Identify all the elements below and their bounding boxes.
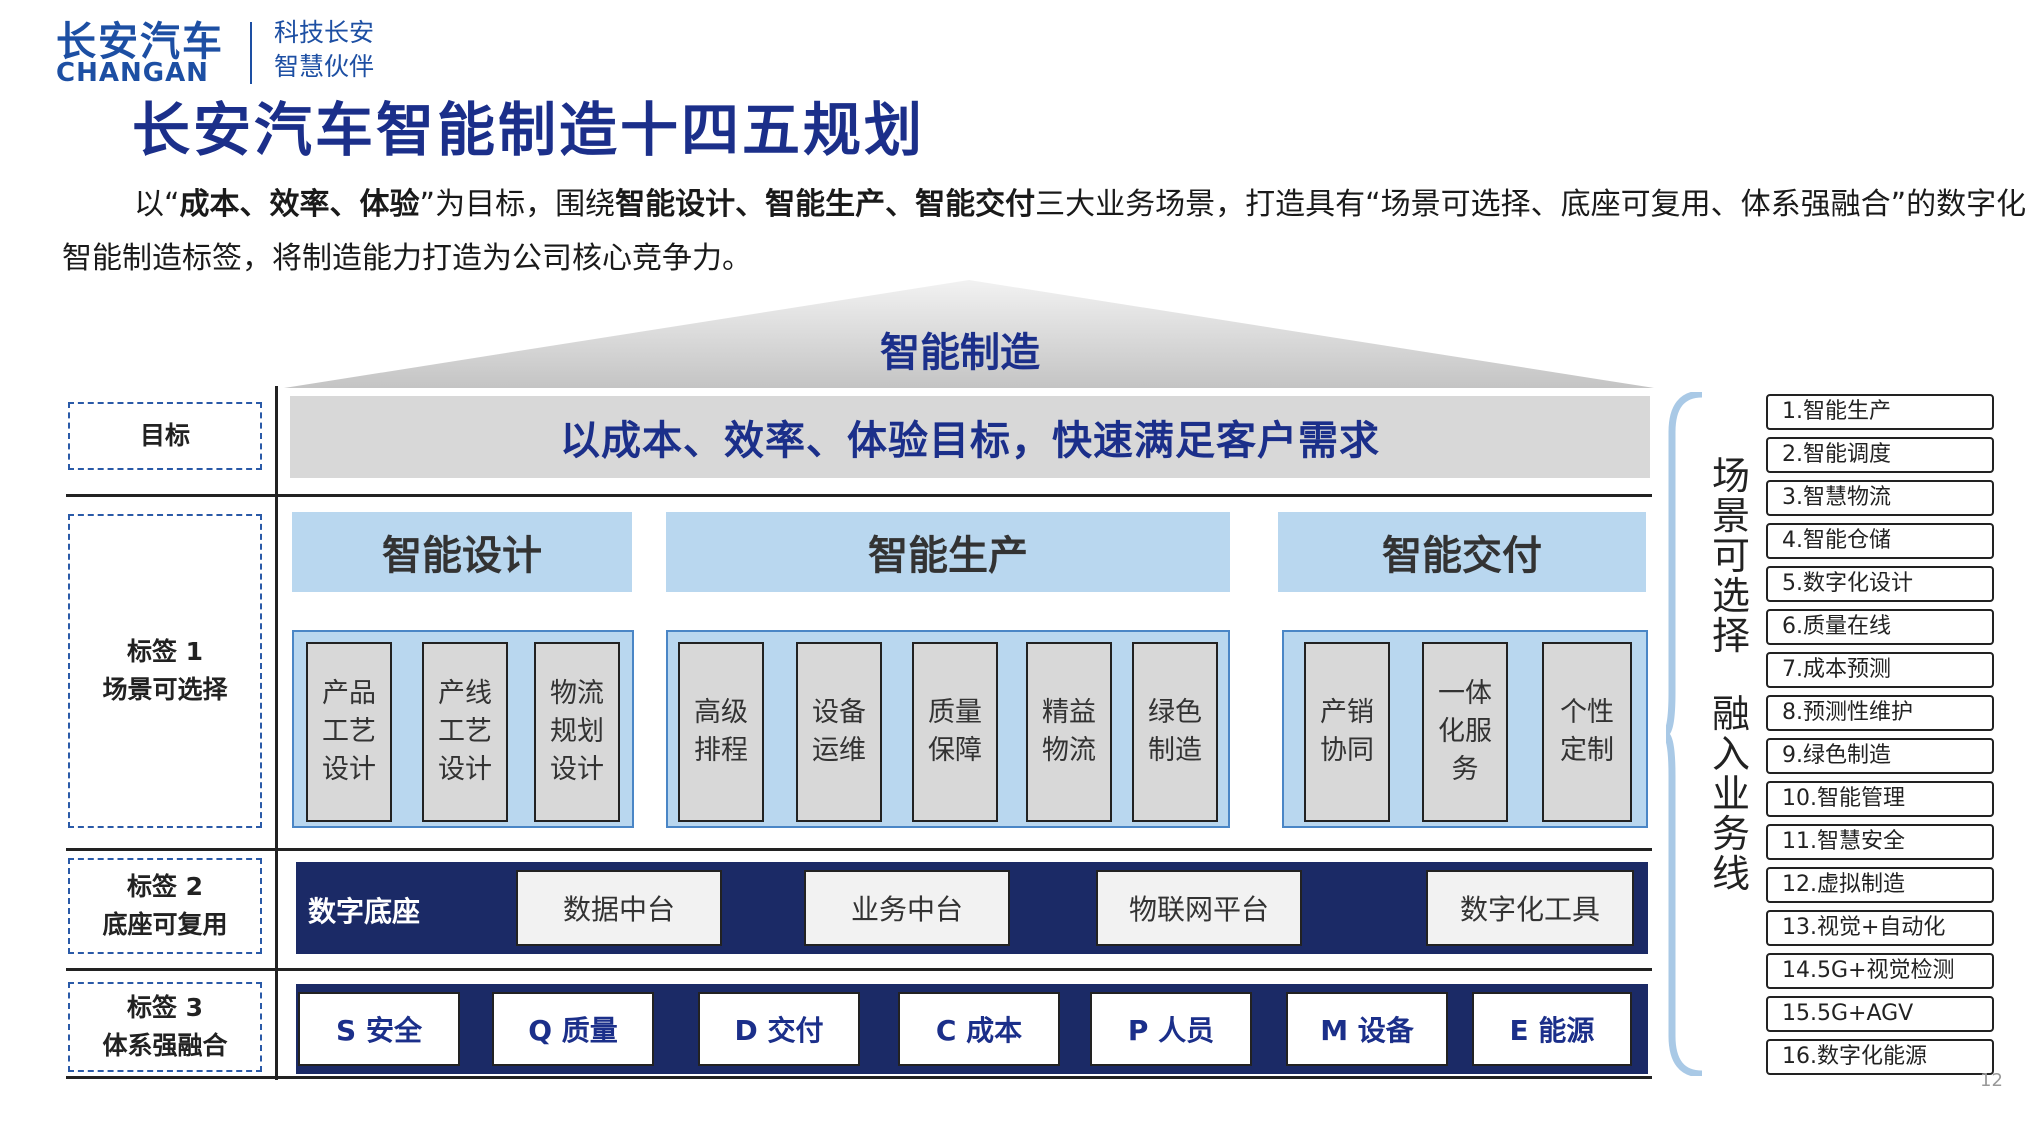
roof-label: 智能制造 (880, 330, 1040, 376)
item-label: 设备运维 (812, 697, 866, 766)
logo-brand-cn: 长安汽车 (56, 19, 224, 65)
scene-item: 8.预测性维护 (1766, 695, 1994, 731)
item-label: 绿色制造 (1148, 697, 1202, 766)
logo-brand-en: CHANGAN (56, 58, 209, 88)
category-smart-delivery: 智能交付 (1278, 512, 1646, 592)
page-number: 12 (1980, 1070, 2003, 1091)
roof-shape (284, 280, 1654, 388)
scene-item: 14.5G+视觉检测 (1766, 953, 1994, 989)
brace-text-1: 场景可选择 (1711, 454, 1750, 658)
item-label: 产品工艺设计 (322, 678, 376, 785)
tag2-title: 标签 2 (126, 872, 204, 901)
logo-divider (250, 22, 252, 84)
brace-text-2: 融入业务线 (1711, 692, 1750, 896)
system-cost: C 成本 (898, 992, 1060, 1066)
scene-item: 7.成本预测 (1766, 652, 1994, 688)
scene-item: 16.数字化能源 (1766, 1039, 1994, 1075)
page-title: 长安汽车智能制造十四五规划 (132, 96, 926, 164)
scene-item: 1.智能生产 (1766, 394, 1994, 430)
scene-item: 12.虚拟制造 (1766, 867, 1994, 903)
system-safety: S 安全 (298, 992, 460, 1066)
intro-bold-2: 智能设计、智能生产、智能交付 (615, 187, 1036, 222)
item-label: 质量保障 (928, 697, 982, 766)
intro-bold-1: 成本、效率、体验 (179, 187, 420, 222)
item-quality-assurance: 质量保障 (912, 642, 998, 822)
base-business-platform: 业务中台 (804, 870, 1010, 946)
scene-item: 5.数字化设计 (1766, 566, 1994, 602)
intro-paragraph: 以“成本、效率、体验”为目标，围绕智能设计、智能生产、智能交付三大业务场景，打造… (62, 178, 2040, 286)
system-people: P 人员 (1090, 992, 1252, 1066)
goal-label-box: 目标 (68, 402, 262, 470)
item-label: 高级排程 (694, 697, 748, 766)
item-product-process-design: 产品工艺设计 (306, 642, 392, 822)
row-divider-bottom (66, 1076, 1652, 1079)
item-label: 个性定制 (1560, 697, 1614, 766)
system-equipment: M 设备 (1286, 992, 1448, 1066)
item-integrated-service: 一体化服务 (1422, 642, 1508, 822)
item-equipment-maintenance: 设备运维 (796, 642, 882, 822)
row-divider-goal (66, 494, 1652, 497)
intro-text-2: ”为目标，围绕 (419, 187, 616, 222)
tag1-subtitle: 场景可选择 (102, 675, 228, 704)
digital-base-label: 数字底座 (308, 895, 421, 928)
tag1-label-box: 标签 1 场景可选择 (68, 514, 262, 828)
row-divider-tag1 (66, 848, 1652, 851)
tag3-label-box: 标签 3 体系强融合 (68, 982, 262, 1072)
item-label: 一体化服务 (1438, 678, 1492, 785)
brace-text-scene-selectable: 场景可选择 (1706, 456, 1756, 656)
item-customization: 个性定制 (1542, 642, 1632, 822)
logo-slogan: 科技长安 智慧伙伴 (274, 16, 374, 84)
category-smart-design: 智能设计 (292, 512, 632, 592)
tag3-subtitle: 体系强融合 (102, 1031, 228, 1060)
scene-item: 11.智慧安全 (1766, 824, 1994, 860)
scene-item: 13.视觉+自动化 (1766, 910, 1994, 946)
tag3-title: 标签 3 (126, 993, 204, 1022)
base-data-platform: 数据中台 (516, 870, 722, 946)
item-logistics-planning-design: 物流规划设计 (534, 642, 620, 822)
goal-label: 目标 (139, 421, 190, 450)
system-quality: Q 质量 (492, 992, 654, 1066)
tag1-title: 标签 1 (126, 637, 204, 666)
scene-item: 15.5G+AGV (1766, 996, 1994, 1032)
brace-icon (1666, 392, 1703, 1076)
item-lean-logistics: 精益物流 (1026, 642, 1112, 822)
scene-item: 4.智能仓储 (1766, 523, 1994, 559)
scene-item: 6.质量在线 (1766, 609, 1994, 645)
scene-item: 3.智慧物流 (1766, 480, 1994, 516)
row-divider-tag2 (66, 968, 1652, 971)
item-label: 产销协同 (1320, 697, 1374, 766)
intro-text-3: 三大业务场景，打造具有“场景可选择、底座可复用、体系强融合”的数字化智能制造标签… (62, 187, 2027, 276)
brace-text-business-integration: 融入业务线 (1706, 694, 1756, 894)
slogan-line-2: 智慧伙伴 (274, 52, 375, 81)
system-delivery: D 交付 (698, 992, 860, 1066)
tag2-subtitle: 底座可复用 (102, 910, 228, 939)
category-smart-production: 智能生产 (666, 512, 1230, 592)
item-green-manufacturing: 绿色制造 (1132, 642, 1218, 822)
base-digital-tools: 数字化工具 (1426, 870, 1634, 946)
goal-banner: 以成本、效率、体验目标，快速满足客户需求 (290, 396, 1650, 478)
left-vertical-divider (275, 386, 278, 1080)
item-line-process-design: 产线工艺设计 (422, 642, 508, 822)
item-label: 产线工艺设计 (438, 678, 492, 785)
scene-item: 9.绿色制造 (1766, 738, 1994, 774)
slogan-line-1: 科技长安 (274, 18, 375, 47)
scene-item: 10.智能管理 (1766, 781, 1994, 817)
item-advanced-scheduling: 高级排程 (678, 642, 764, 822)
intro-text-1: 以“ (134, 187, 180, 222)
scene-item: 2.智能调度 (1766, 437, 1994, 473)
item-label: 物流规划设计 (550, 678, 604, 785)
base-iot-platform: 物联网平台 (1096, 870, 1302, 946)
system-energy: E 能源 (1472, 992, 1632, 1066)
tag2-label-box: 标签 2 底座可复用 (68, 858, 262, 954)
item-label: 精益物流 (1042, 697, 1096, 766)
item-production-sales-coordination: 产销协同 (1304, 642, 1390, 822)
